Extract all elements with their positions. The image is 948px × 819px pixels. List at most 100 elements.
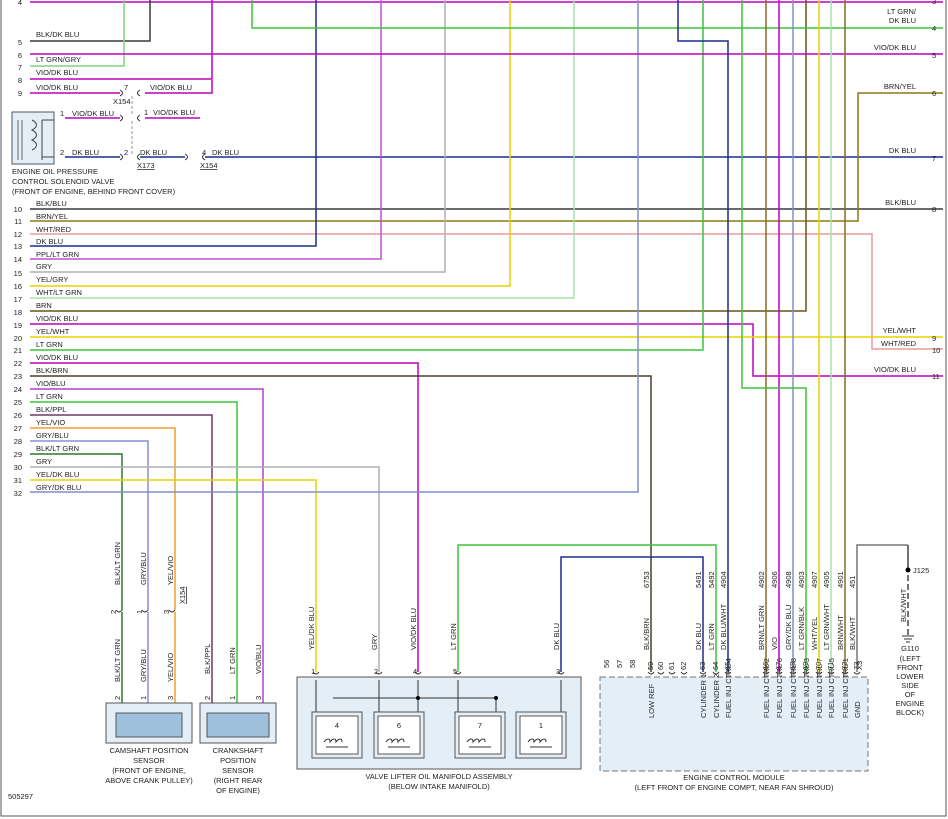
left-wire-label: BLK/LT GRN: [36, 444, 79, 453]
right-pin-number: 8: [932, 205, 936, 214]
crank-pin: 3: [254, 696, 263, 700]
wire-ecm73: [856, 544, 908, 672]
splice-icon: [416, 696, 420, 700]
crank-wire-label: BLK/PPL: [203, 644, 212, 674]
cam-sensor-body: [115, 712, 183, 738]
ecm-pin-function: CYLINDER 1: [699, 674, 708, 718]
ecm-pin-wire: GRY/DK BLU: [784, 605, 793, 650]
ground-loc-4: OF: [905, 690, 916, 699]
ecm-pin-function: FUEL INJ CTRL 6: [775, 658, 784, 718]
cam-lower-wire-label: YEL/VIO: [166, 653, 175, 682]
x154-pin1: 1: [144, 108, 148, 117]
manifold-solenoid-number: 6: [397, 721, 401, 730]
wire-17: [30, 0, 575, 299]
left-pin-number: 17: [14, 295, 22, 304]
left-pin-number: 4: [18, 0, 22, 7]
right-pin-number: 4: [932, 24, 936, 33]
ecm-connector-icon: [699, 671, 707, 675]
ecm-pin-wire: LT GRN/WHT: [822, 604, 831, 650]
ecm-pin-wire: LT GRN: [707, 623, 716, 650]
ecm-pin-circuit: 4908: [784, 571, 793, 588]
right-pin-number: 7: [932, 154, 936, 163]
left-wires: [30, 0, 943, 703]
ecm-pin-function: LOW REF: [647, 683, 656, 718]
wire-25: [30, 401, 238, 703]
wire-ecm69: [741, 0, 807, 672]
left-wire-label: VIO/DK BLU: [36, 353, 78, 362]
cam-connector-label: X154: [178, 586, 187, 604]
ecm-connector-icon: [657, 671, 665, 675]
left-wire-label: YEL/GRY: [36, 275, 68, 284]
left-pin-number: 10: [14, 205, 22, 214]
ecm-pin-circuit: 4901: [836, 571, 845, 588]
ecm-title: ENGINE CONTROL MODULE: [683, 773, 784, 782]
left-wire-label: GRY/BLU: [36, 431, 69, 440]
manifold-solenoid-number: 4: [335, 721, 339, 730]
right-wire-label: YEL/WHT: [883, 326, 917, 335]
ecm-connector-icon: [815, 671, 823, 675]
x154-pin7: 7: [124, 83, 128, 92]
manifold-solenoid-inner: [377, 715, 421, 755]
ecm-pin-function: CYLINDER 2: [712, 674, 721, 718]
solenoid-title2: CONTROL SOLENOID VALVE: [12, 177, 114, 186]
left-pin-number: 7: [18, 63, 22, 72]
ecm-pin-circuit: 4904: [719, 571, 728, 588]
ecm-pin-wire: BLK/WHT: [848, 616, 857, 650]
left-wire-label: BLK/BRN: [36, 366, 68, 375]
manifold-connector-icon: [375, 671, 383, 675]
cam-lower-wire-label: GRY/BLU: [139, 649, 148, 682]
left-pin-number: 30: [14, 463, 22, 472]
x154-label: X154: [113, 97, 131, 106]
ecm-connector-icon: [802, 671, 810, 675]
ecm-pin-wire: VIO: [770, 637, 779, 650]
figure-id: 505297: [8, 792, 33, 801]
left-pin-number: 24: [14, 385, 22, 394]
ecm-connector-icon: [668, 671, 676, 675]
right-wire-label: DK BLU: [889, 146, 916, 155]
coil-icon: [385, 738, 410, 748]
manifold-connector-icon: [454, 671, 462, 675]
ecm-connector-icon: [680, 671, 688, 675]
crank-wire-label: VIO/BLU: [254, 644, 263, 674]
ecm-connector-icon: [789, 671, 797, 675]
left-wire-label: LT GRN: [36, 392, 63, 401]
left-wire-label: BLK/BLU: [36, 199, 67, 208]
coil-icon: [466, 738, 491, 748]
right-wire-label: BRN/YEL: [884, 82, 916, 91]
left-pin-number: 14: [14, 255, 22, 264]
ecm-pin-circuit: 4905: [822, 571, 831, 588]
left-wire-label: GRY: [36, 457, 52, 466]
left-pin-number: 19: [14, 321, 22, 330]
manifold-pin: 3: [556, 667, 560, 676]
crank-title3: SENSOR: [222, 766, 254, 775]
ecm-connector-icon: [827, 671, 835, 675]
left-pin-number: 31: [14, 476, 22, 485]
left-wire-label: WHT/RED: [36, 225, 72, 234]
crank-wire-label: LT GRN: [228, 647, 237, 674]
ecm-pin-number: 69: [801, 662, 810, 670]
ecm-connector-icon: [762, 671, 770, 675]
ecm-pin-number: 68: [788, 662, 797, 670]
cam-loc: (FRONT OF ENGINE,: [112, 766, 186, 775]
left-pin-number: 13: [14, 242, 22, 251]
ecm-pin-number: 58: [628, 660, 637, 668]
ecm-pin-wire: LT GRN/BLK: [797, 607, 806, 650]
manifold-solenoid-number: 1: [539, 721, 543, 730]
ground-icon: [902, 635, 914, 643]
connector-symbols: [119, 89, 206, 161]
ecm-pin-circuit: 451: [848, 575, 857, 588]
crank-pin: 2: [203, 696, 212, 700]
right-wire-label: LT GRN/: [887, 7, 917, 16]
ecm-pin-wire: BLK/BRN: [642, 618, 651, 650]
manifold-connector-icon: [312, 671, 320, 675]
cam-lower-pin: 3: [166, 696, 175, 700]
manifold-pin: 1: [311, 667, 315, 676]
manifold-solenoid-number: 7: [478, 721, 482, 730]
wire-19: [30, 323, 943, 377]
cam-connector-icon: [115, 609, 176, 613]
left-wire-label: VIO/DK BLU: [36, 314, 78, 323]
left-wire-label: VIO/DK BLU: [36, 83, 78, 92]
